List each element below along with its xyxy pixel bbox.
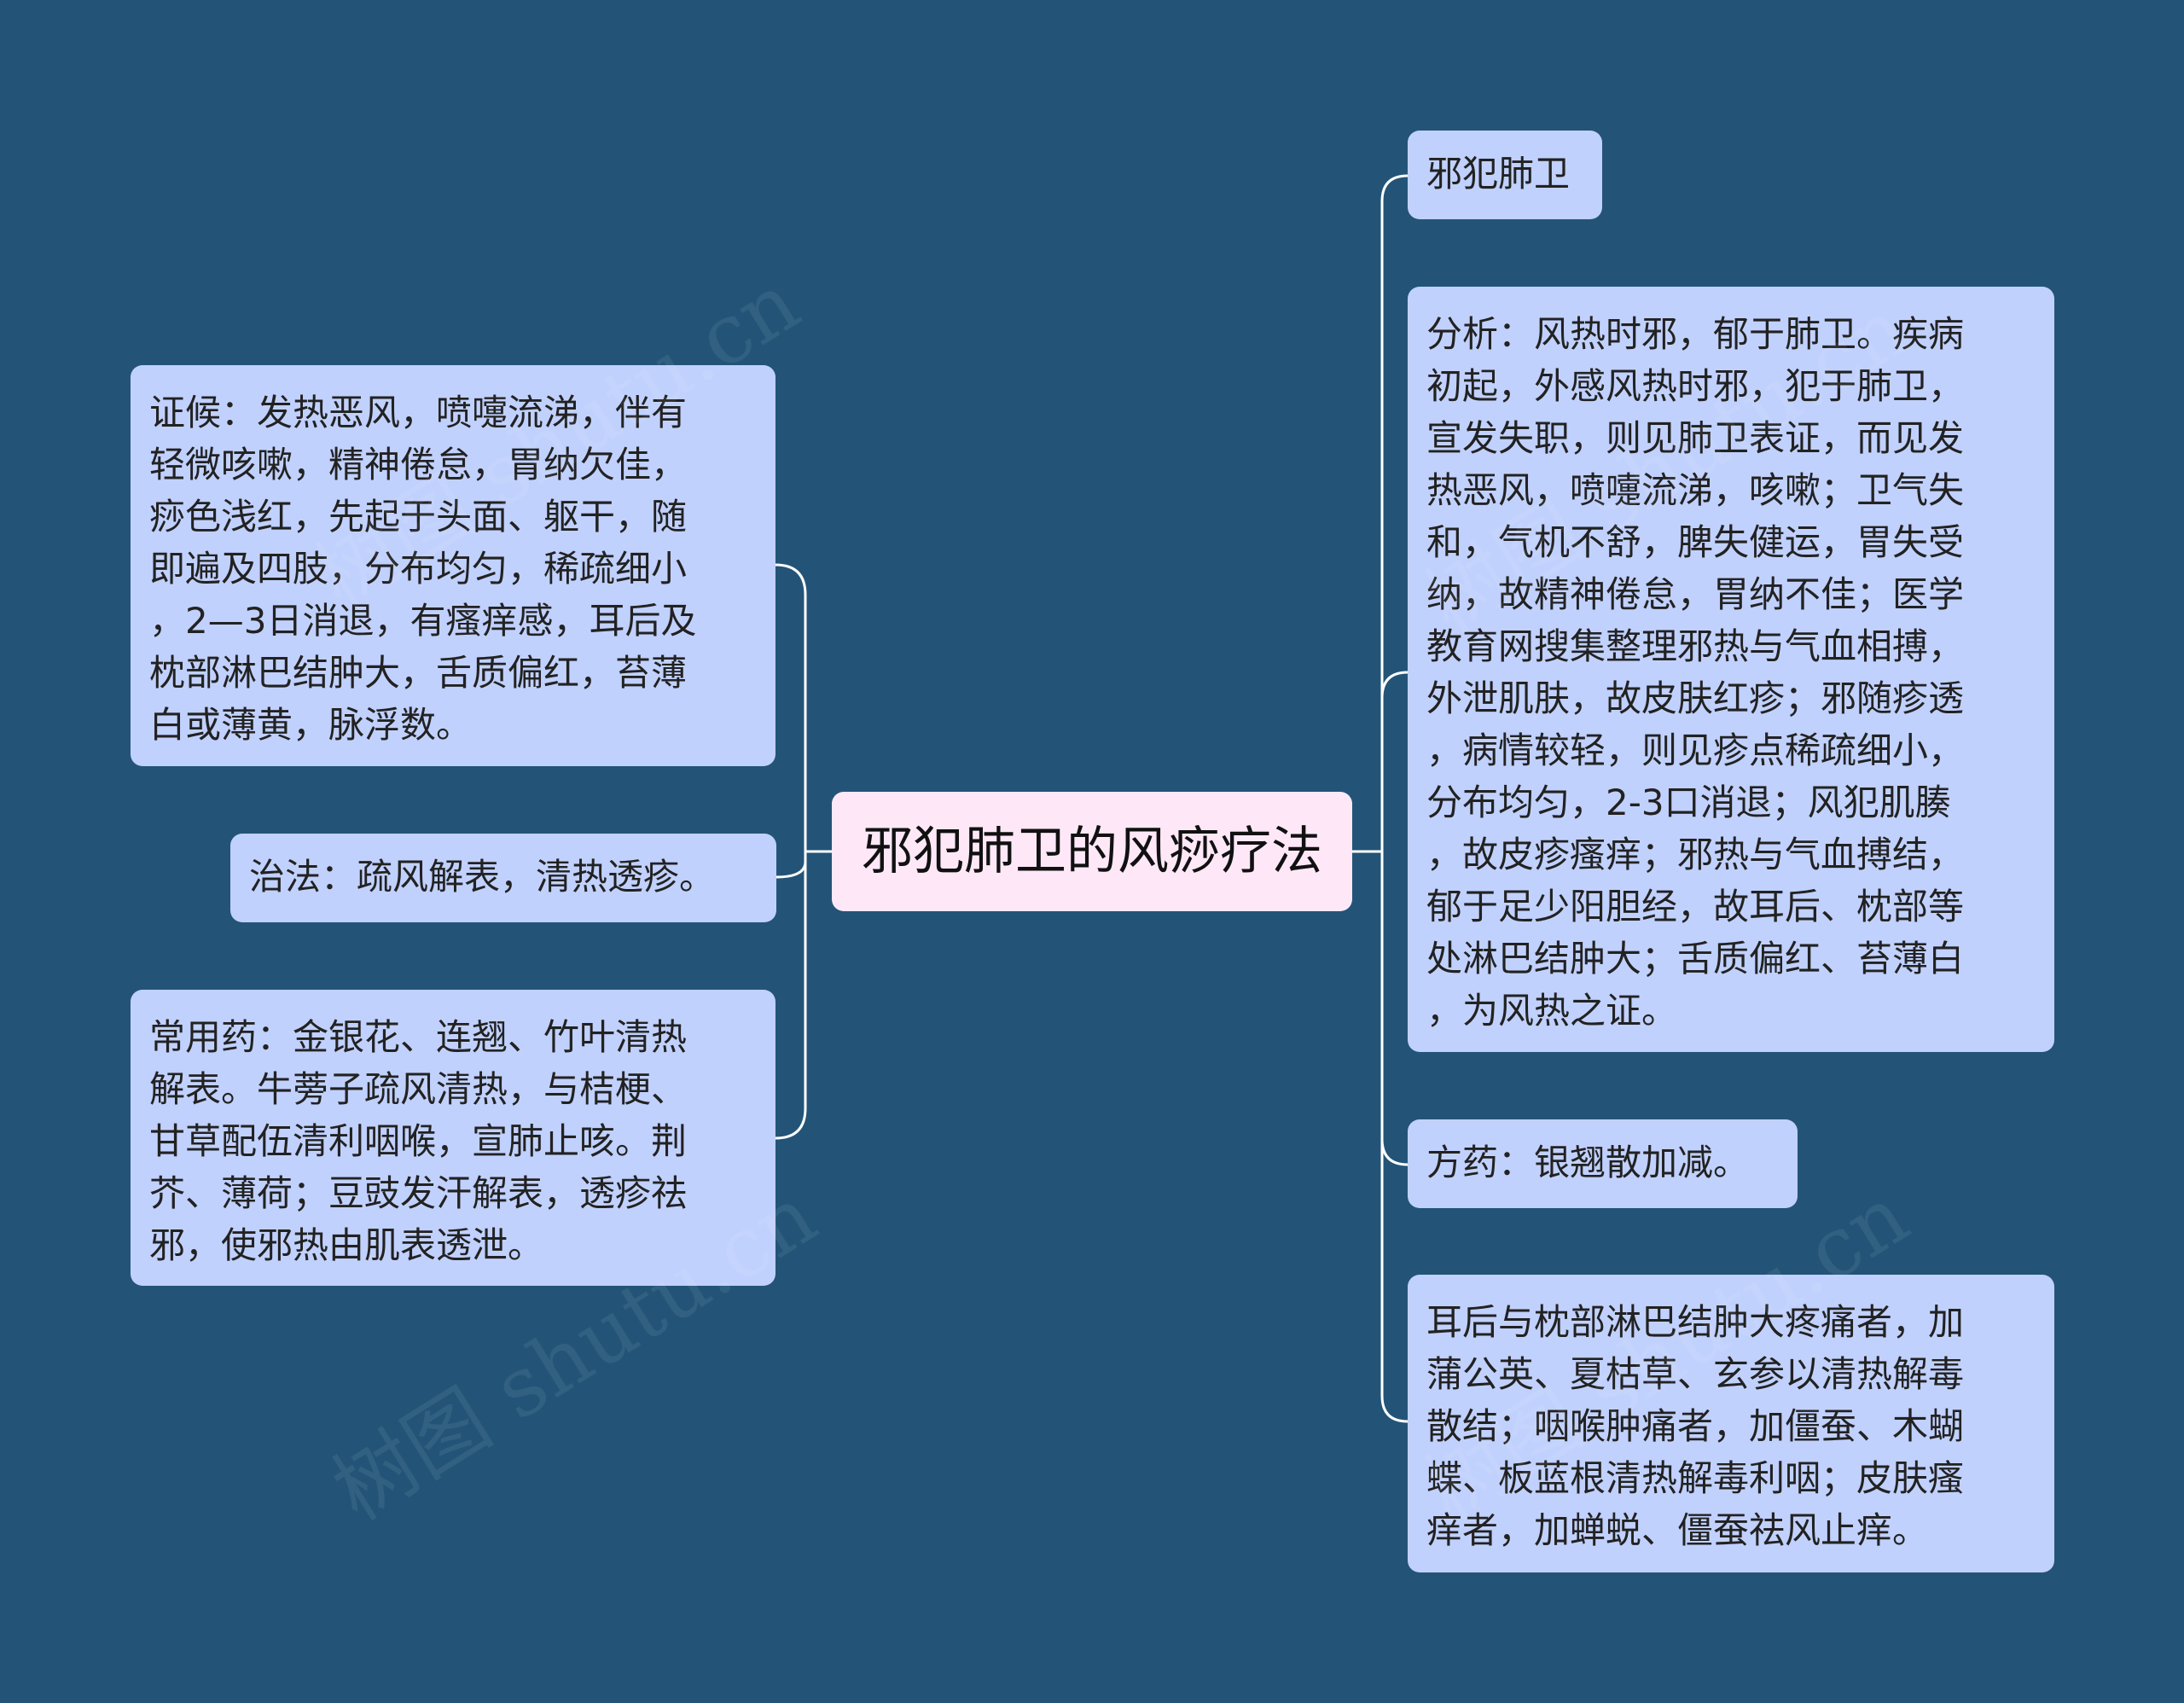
connector-right-analysis	[1380, 671, 1409, 700]
central-topic[interactable]: 邪犯肺卫的风痧疗法	[832, 792, 1352, 911]
branch-common-herbs[interactable]: 常用药：金银花、连翘、竹叶清热 解表。牛蒡子疏风清热，与桔梗、 甘草配伍清利咽喉…	[131, 990, 775, 1286]
connector-right-spine	[1380, 174, 1409, 1423]
branch-pathogen-lung[interactable]: 邪犯肺卫	[1408, 131, 1602, 219]
branch-analysis[interactable]: 分析：风热时邪，郁于肺卫。疾病 初起，外感风热时邪，犯于肺卫， 宣发失职，则见肺…	[1408, 287, 2054, 1052]
connector-left-mid	[775, 850, 807, 879]
connector-left-spine	[774, 563, 807, 1140]
connector-right-prescription	[1380, 1137, 1409, 1166]
branch-symptoms[interactable]: 证候：发热恶风，喷嚏流涕，伴有 轻微咳嗽，精神倦怠，胃纳欠佳， 痧色浅红，先起于…	[131, 365, 775, 766]
branch-modifications[interactable]: 耳后与枕部淋巴结肿大疼痛者，加 蒲公英、夏枯草、玄参以清热解毒 散结；咽喉肿痛者…	[1408, 1275, 2054, 1572]
branch-prescription[interactable]: 方药：银翘散加减。	[1408, 1119, 1798, 1208]
branch-treatment-method[interactable]: 治法：疏风解表，清热透疹。	[230, 834, 776, 922]
